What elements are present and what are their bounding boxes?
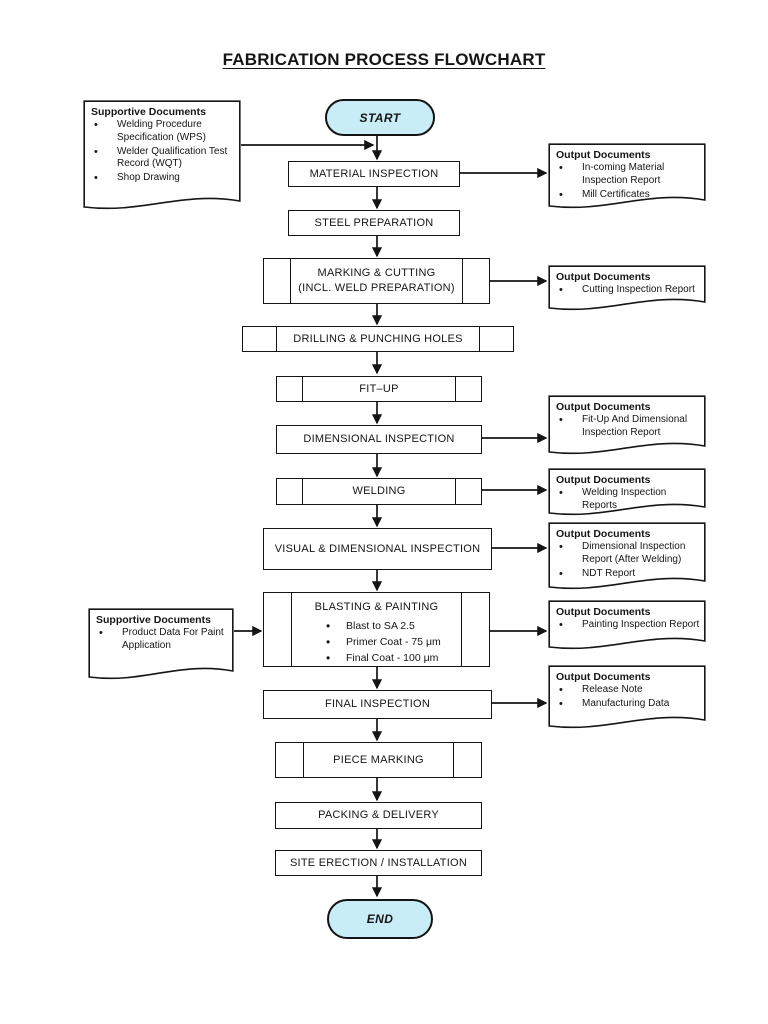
process-label: DIMENSIONAL INSPECTION [303,433,455,446]
process-label-line1: MARKING & CUTTING [317,267,436,280]
output-doc-dimensional-ndt: Output Documents Dimensional Inspection … [548,522,706,592]
predefined-bar-right [455,479,456,504]
doc-items: Product Data For Paint Application [96,626,228,653]
predefined-bar-left [291,593,292,666]
supportive-doc-welding: Supportive Documents Welding Procedure S… [83,100,241,212]
output-doc-release: Output Documents Release Note Manufactur… [548,665,706,731]
output-doc-painting: Output Documents Painting Inspection Rep… [548,600,706,652]
process-marking-cutting: MARKING & CUTTING (INCL. WELD PREPARATIO… [263,258,490,304]
predefined-bar-left [302,377,303,401]
predefined-bar-left [276,327,277,351]
process-label-line2: (INCL. WELD PREPARATION) [298,282,455,294]
process-label: VISUAL & DIMENSIONAL INSPECTION [274,542,481,555]
process-label: WELDING [352,485,406,498]
blasting-items: Blast to SA 2.5 Primer Coat - 75 μm Fina… [264,617,489,667]
doc-item: Welding Procedure Specification (WPS) [93,118,235,145]
doc-item: Mill Certificates [558,188,700,202]
process-dimensional-inspection: DIMENSIONAL INSPECTION [276,425,482,454]
supportive-doc-paint: Supportive Documents Product Data For Pa… [88,608,234,682]
output-doc-material-inspection: Output Documents In-coming Material Insp… [548,143,706,211]
process-packing-delivery: PACKING & DELIVERY [275,802,482,829]
doc-item: Release Note [558,683,700,697]
doc-title: Output Documents [556,401,651,413]
doc-title: Output Documents [556,606,651,618]
start-terminal: START [325,99,435,136]
predefined-bar-right [479,327,480,351]
process-label: FIT–UP [359,382,399,395]
doc-item: Shop Drawing [93,171,235,185]
process-blasting-painting: BLASTING & PAINTING Blast to SA 2.5 Prim… [263,592,490,667]
doc-items: Painting Inspection Report [556,618,700,632]
predefined-bar-left [302,479,303,504]
doc-title: Supportive Documents [91,106,206,118]
doc-title: Output Documents [556,528,651,540]
doc-items: Welding Procedure Specification (WPS) We… [91,118,235,185]
doc-item: Dimensional Inspection Report (After Wel… [558,540,700,567]
predefined-bar-right [462,259,463,303]
doc-item: NDT Report [558,567,700,581]
predefined-bar-left [290,259,291,303]
doc-items: Cutting Inspection Report [556,283,700,297]
blasting-item: Primer Coat - 75 μm [322,634,489,650]
process-label: PACKING & DELIVERY [318,809,439,822]
process-steel-preparation: STEEL PREPARATION [288,210,460,236]
output-doc-fit-up: Output Documents Fit-Up And Dimensional … [548,395,706,457]
process-final-inspection: FINAL INSPECTION [263,690,492,719]
doc-title: Output Documents [556,474,651,486]
process-label: PIECE MARKING [333,753,424,766]
end-terminal: END [327,899,433,939]
process-piece-marking: PIECE MARKING [275,742,482,778]
process-fit-up: FIT–UP [276,376,482,402]
output-doc-cutting: Output Documents Cutting Inspection Repo… [548,265,706,313]
page-title: FABRICATION PROCESS FLOWCHART [222,50,546,69]
process-site-erection: SITE ERECTION / INSTALLATION [275,850,482,876]
doc-item: Welding Inspection Reports [558,486,700,513]
process-label: STEEL PREPARATION [314,216,434,229]
doc-title: Output Documents [556,671,651,683]
process-label: BLASTING & PAINTING [314,601,439,613]
doc-title: Output Documents [556,149,651,161]
doc-items: Dimensional Inspection Report (After Wel… [556,540,700,581]
blasting-item: Blast to SA 2.5 [322,618,489,634]
doc-title: Output Documents [556,271,651,283]
process-material-inspection: MATERIAL INSPECTION [288,161,460,187]
doc-items: Welding Inspection Reports [556,486,700,513]
blasting-item: Final Coat - 100 μm [322,650,489,666]
predefined-bar-right [455,377,456,401]
doc-item: Painting Inspection Report [558,618,700,632]
process-label: FINAL INSPECTION [324,698,431,711]
start-label: START [359,110,401,125]
doc-title: Supportive Documents [96,614,211,626]
predefined-bar-right [453,743,454,777]
doc-item: Fit-Up And Dimensional Inspection Report [558,413,700,440]
process-label: DRILLING & PUNCHING HOLES [293,332,463,345]
process-drilling-punching: DRILLING & PUNCHING HOLES [242,326,514,352]
process-welding: WELDING [276,478,482,505]
doc-item: Cutting Inspection Report [558,283,700,297]
process-label: SITE ERECTION / INSTALLATION [289,856,468,869]
doc-item: Manufacturing Data [558,697,700,711]
predefined-bar-left [303,743,304,777]
doc-items: In-coming Material Inspection Report Mil… [556,161,700,202]
process-label: MATERIAL INSPECTION [309,167,439,180]
process-visual-dimensional-inspection: VISUAL & DIMENSIONAL INSPECTION [263,528,492,570]
end-label: END [366,912,394,926]
doc-item: Welder Qualification Test Record (WQT) [93,145,235,172]
doc-item: In-coming Material Inspection Report [558,161,700,188]
doc-item: Product Data For Paint Application [98,626,228,653]
doc-items: Fit-Up And Dimensional Inspection Report [556,413,700,440]
doc-items: Release Note Manufacturing Data [556,683,700,711]
output-doc-welding: Output Documents Welding Inspection Repo… [548,468,706,518]
